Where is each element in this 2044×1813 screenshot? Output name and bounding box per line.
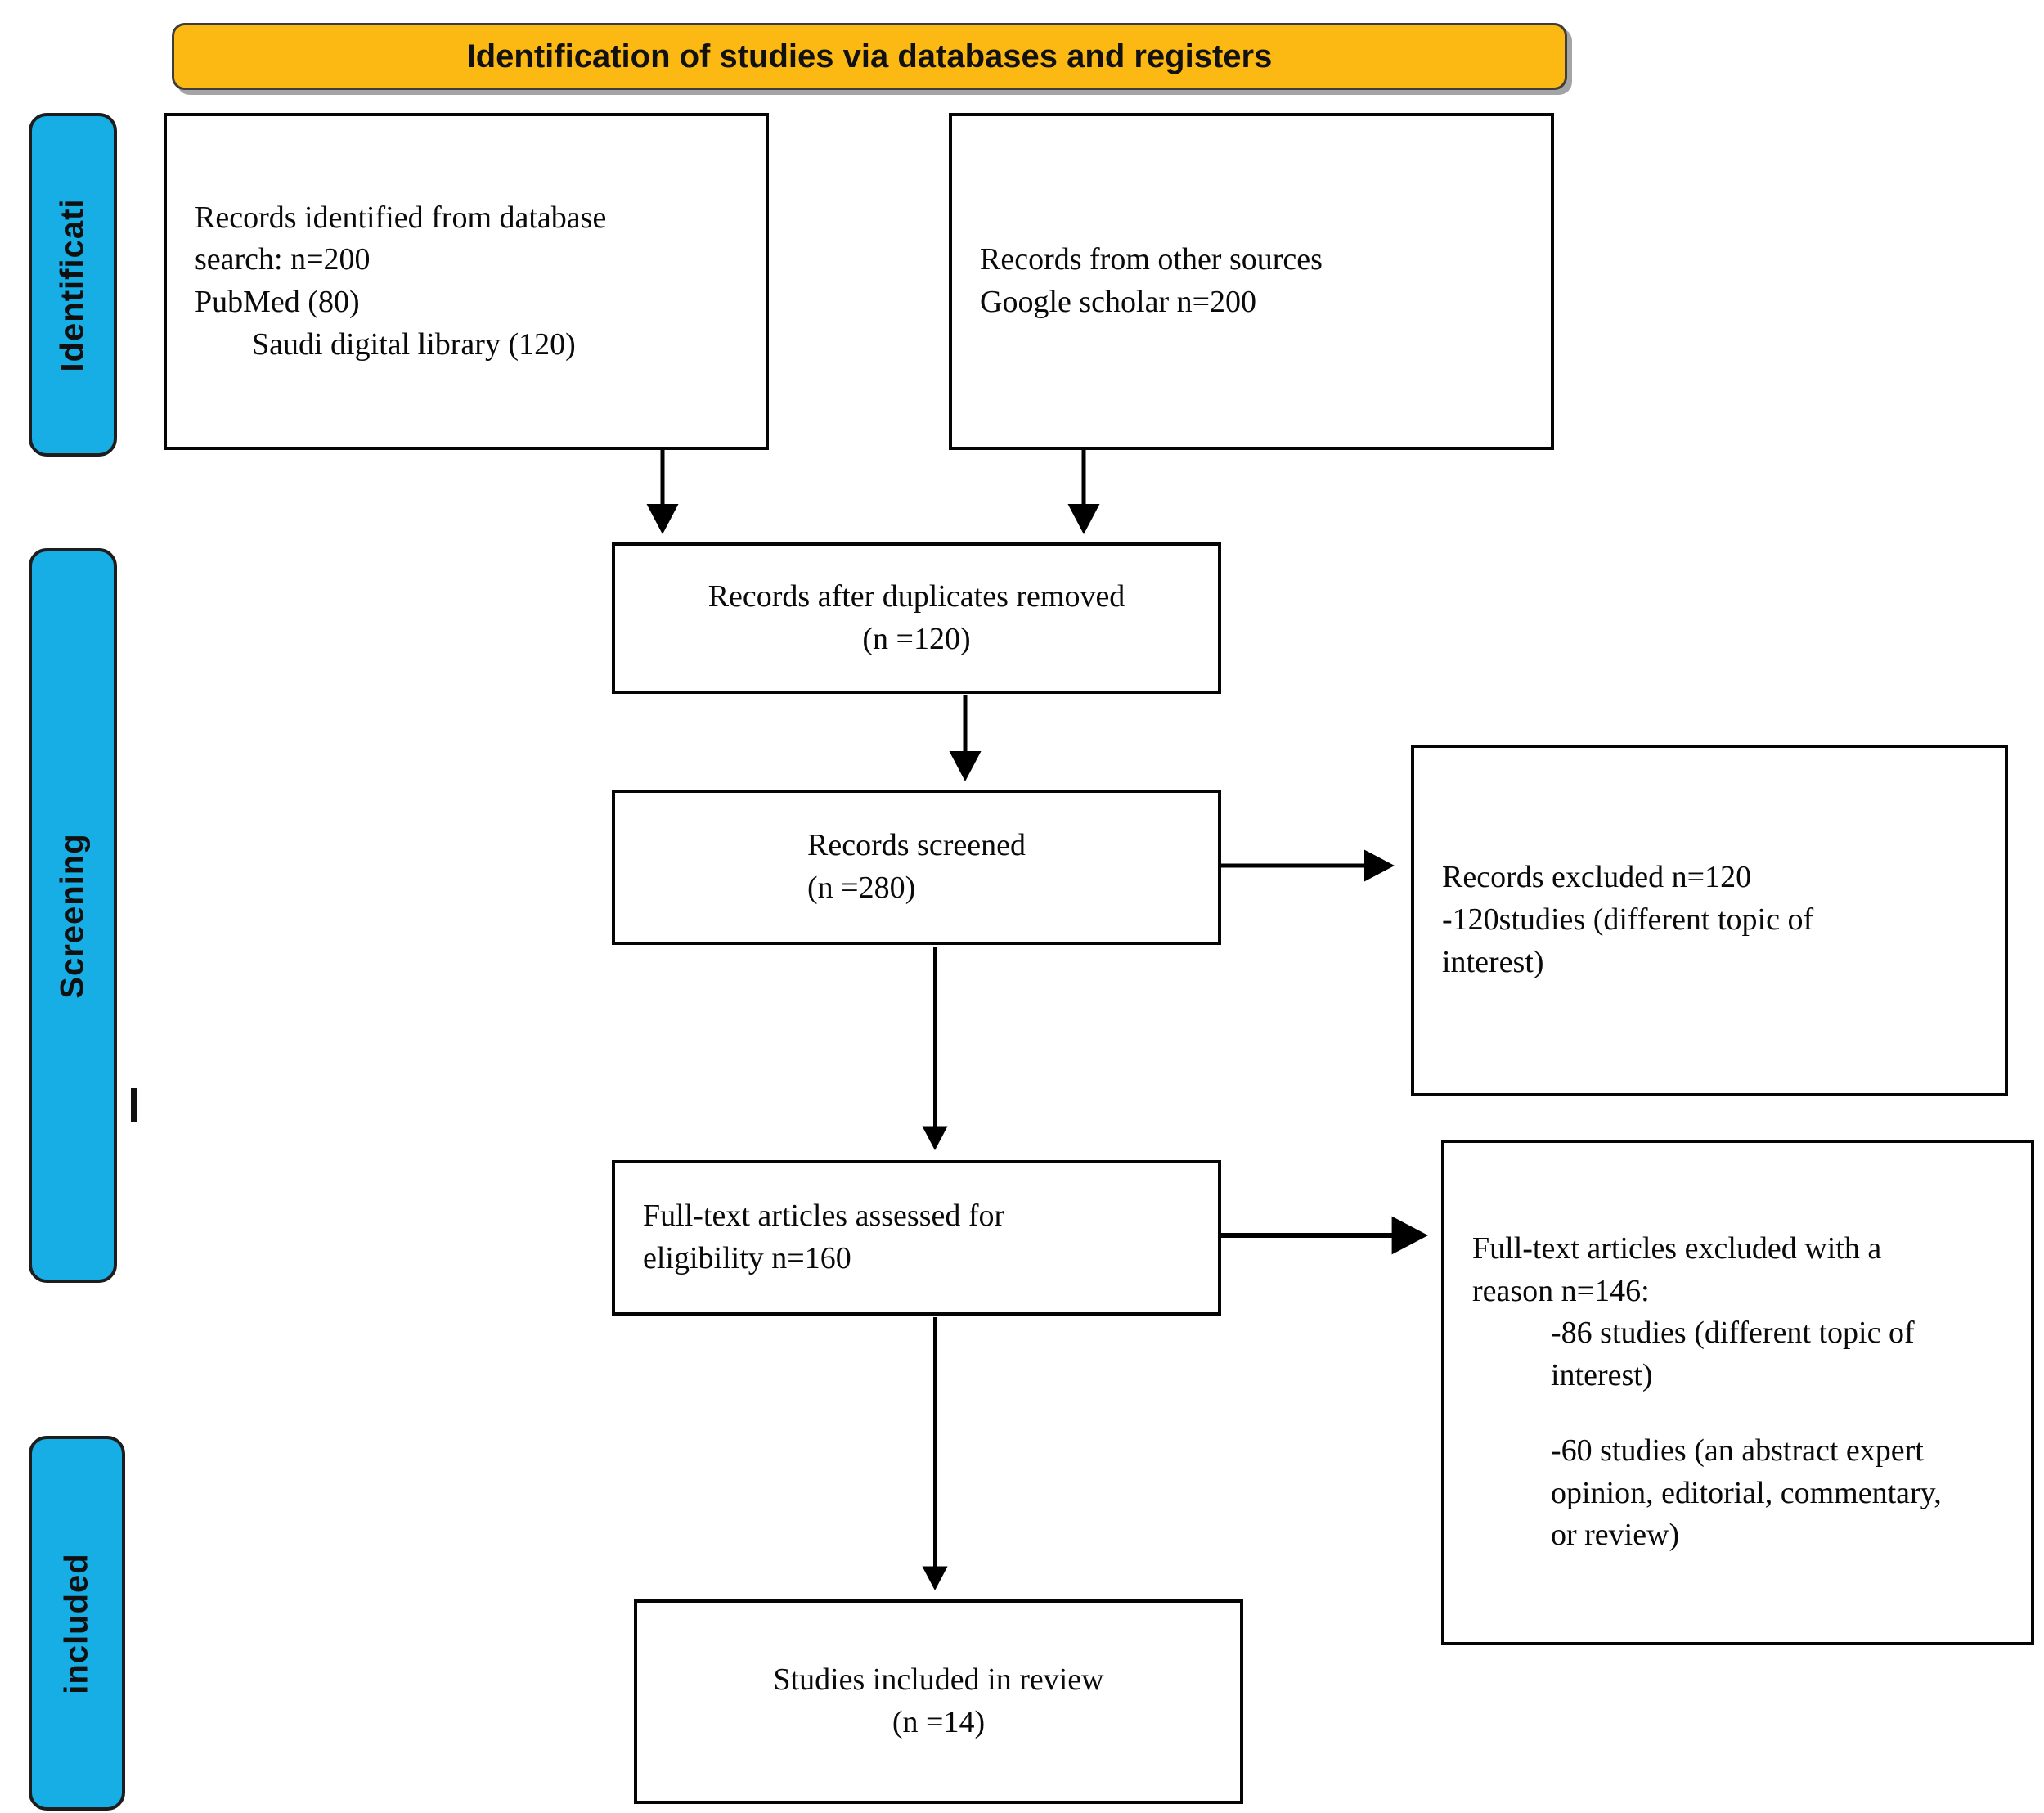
stray-tick-mark <box>131 1088 137 1122</box>
db-line-2: search: n=200 <box>195 242 371 277</box>
stage-bar-screening: Screening <box>29 548 117 1283</box>
excl1-line-3: interest) <box>1442 944 1544 979</box>
box-studies-included: Studies included in review (n =14) <box>634 1599 1243 1804</box>
db-line-3: PubMed (80) <box>195 285 360 319</box>
excl2-line-5: -60 studies (an abstract expert <box>1551 1433 1924 1468</box>
excl2-line-3: -86 studies (different topic of <box>1551 1316 1915 1351</box>
excl1-line-2: -120studies (different topic of <box>1442 902 1814 938</box>
stage-bar-included: included <box>29 1436 125 1811</box>
inc-line-2: (n =14) <box>892 1705 986 1739</box>
excl1-line-1: Records excluded n=120 <box>1442 860 1752 895</box>
box-database-records: Records identified from database search: … <box>164 113 769 450</box>
box-records-screened: Records screened (n =280) <box>612 790 1221 945</box>
box-fulltext-assessed: Full-text articles assessed for eligibili… <box>612 1160 1221 1316</box>
dupes-line-1: Records after duplicates removed <box>708 578 1125 614</box>
excl2-line-6: opinion, editorial, commentary, <box>1551 1475 1942 1510</box>
box-database-records-text: Records identified from database search: … <box>195 197 738 367</box>
excl2-line-4: interest) <box>1551 1358 1653 1393</box>
dupes-line-2: (n =120) <box>862 621 971 656</box>
db-line-4: Saudi digital library (120) <box>252 326 576 362</box>
other-line-2: Google scholar n=200 <box>980 285 1257 319</box>
other-line-1: Records from other sources <box>980 242 1323 277</box>
box-studies-included-text: Studies included in review (n =14) <box>773 1659 1103 1743</box>
stage-label-screening: Screening <box>54 832 91 999</box>
page-title: Identification of studies via databases … <box>466 38 1273 74</box>
stage-label-identification: Identificati <box>54 197 91 372</box>
screened-line-2: (n =280) <box>807 871 916 905</box>
db-line-1: Records identified from database <box>195 200 607 235</box>
excl2-spacer <box>1472 1397 2003 1430</box>
box-fulltext-excluded-text: Full-text articles excluded with a reason… <box>1472 1228 2003 1557</box>
box-records-screened-text: Records screened (n =280) <box>807 825 1026 909</box>
excl2-line-2: reason n=146: <box>1472 1273 1650 1308</box>
box-duplicates-removed: Records after duplicates removed (n =120) <box>612 542 1221 694</box>
box-duplicates-removed-text: Records after duplicates removed (n =120) <box>708 576 1125 660</box>
box-fulltext-assessed-text: Full-text articles assessed for eligibili… <box>643 1195 1190 1280</box>
screened-line-1: Records screened <box>807 828 1026 863</box>
excl2-line-7: or review) <box>1551 1518 1680 1553</box>
stage-label-included: included <box>58 1552 95 1694</box>
stage-bar-identification: Identificati <box>29 113 117 457</box>
excl2-line-1: Full-text articles excluded with a <box>1472 1231 1882 1266</box>
box-records-excluded-text: Records excluded n=120 -120studies (diffe… <box>1442 857 1977 983</box>
diagram-title-banner: Identification of studies via databases … <box>172 23 1567 90</box>
ft-line-2: eligibility n=160 <box>643 1241 851 1275</box>
inc-line-1: Studies included in review <box>773 1662 1104 1698</box>
ft-line-1: Full-text articles assessed for <box>643 1199 1005 1234</box>
box-fulltext-excluded: Full-text articles excluded with a reason… <box>1441 1140 2034 1645</box>
box-records-excluded: Records excluded n=120 -120studies (diffe… <box>1411 745 2008 1096</box>
